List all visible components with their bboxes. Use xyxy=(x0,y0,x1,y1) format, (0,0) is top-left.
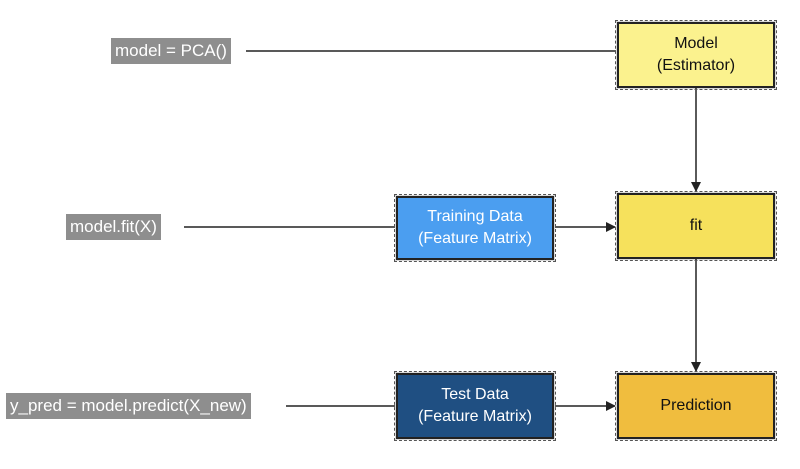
prediction-box: Prediction xyxy=(615,371,777,441)
fit-box-title: fit xyxy=(689,217,703,234)
model-estimator-box: Model (Estimator) xyxy=(615,20,777,90)
training-data-box: Training Data (Feature Matrix) xyxy=(394,194,556,262)
model-box-title: Model xyxy=(674,35,718,52)
training-box-title: Training Data xyxy=(427,208,523,225)
test-box-subtitle: (Feature Matrix) xyxy=(418,408,532,425)
code-label-model-predict: y_pred = model.predict(X_new) xyxy=(6,393,251,419)
model-box-subtitle: (Estimator) xyxy=(656,57,736,74)
test-data-box: Test Data (Feature Matrix) xyxy=(394,371,556,441)
fit-box: fit xyxy=(615,191,777,261)
code-label-model-init: model = PCA() xyxy=(111,38,231,64)
code-label-model-fit: model.fit(X) xyxy=(66,214,161,240)
test-box-title: Test Data xyxy=(441,386,509,403)
prediction-box-title: Prediction xyxy=(660,397,732,414)
training-box-subtitle: (Feature Matrix) xyxy=(418,230,532,247)
